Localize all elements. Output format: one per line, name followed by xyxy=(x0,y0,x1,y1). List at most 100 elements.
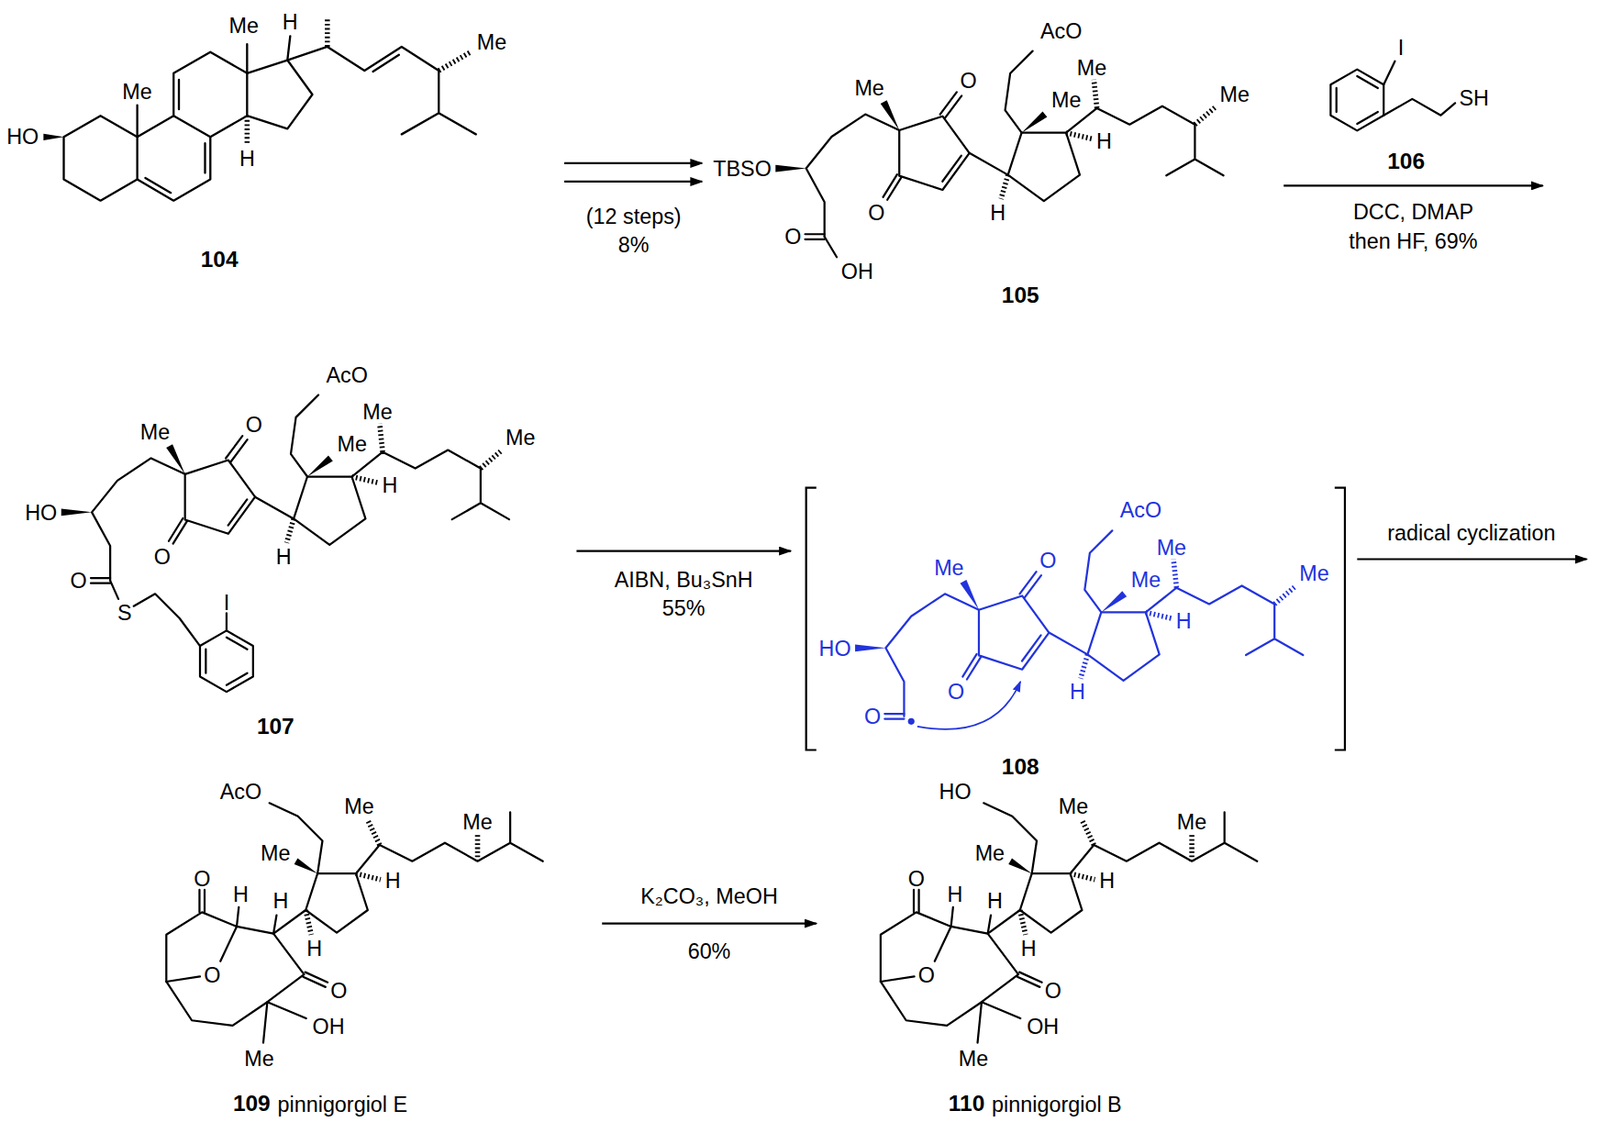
atom-label: Me xyxy=(958,1047,989,1069)
radical-dot xyxy=(908,718,915,725)
thiol-structure xyxy=(1336,76,1378,124)
atom-label: Me xyxy=(933,556,964,578)
compound-number: 106 xyxy=(1387,149,1425,172)
atom-label: Me xyxy=(1299,562,1329,584)
compound-number: 109 xyxy=(233,1092,271,1115)
atom-label: Me xyxy=(505,426,535,448)
atom-label: AcO xyxy=(220,780,262,802)
atom-label: H xyxy=(1096,130,1112,152)
atom-label: Me xyxy=(260,842,290,864)
radical-intermediate xyxy=(855,530,1303,719)
atom-label: Me xyxy=(1156,535,1187,557)
atom-label: I xyxy=(223,591,230,613)
thiol-structure xyxy=(1383,61,1395,86)
atom-label: O xyxy=(784,225,801,247)
atom-label: O xyxy=(330,979,347,1001)
atom-label: Me xyxy=(1051,88,1081,111)
structure-107 xyxy=(61,394,510,583)
structure-110 xyxy=(880,802,1257,1043)
atom-label: O xyxy=(918,964,935,986)
atom-label: H xyxy=(1099,869,1115,891)
atom-label: Me xyxy=(122,80,152,102)
thiol-structure xyxy=(1330,69,1384,132)
thioester-part xyxy=(225,612,228,631)
atom-label: HO xyxy=(819,637,852,659)
atom-label: Me xyxy=(140,421,170,443)
atom-label: H xyxy=(989,201,1006,223)
curved-arrow xyxy=(917,681,1021,730)
atom-label: O xyxy=(908,867,925,889)
atom-label: HO xyxy=(939,780,972,802)
atom-label: HO xyxy=(6,126,39,148)
atom-label: O xyxy=(203,964,221,986)
atom-label: O xyxy=(947,680,965,702)
atom-label: Me xyxy=(477,30,507,52)
atom-label: O xyxy=(70,569,88,591)
reagent-text: then HF, 69% xyxy=(1348,230,1478,252)
atom-label: HO xyxy=(24,501,57,523)
compound-number: 105 xyxy=(1001,284,1040,307)
atom-label: O xyxy=(245,413,263,435)
thioester-part xyxy=(205,637,247,686)
thiol-structure xyxy=(1330,61,1456,132)
atom-label: AcO xyxy=(325,364,367,386)
atom-label: H xyxy=(276,544,292,567)
atom-label: Me xyxy=(362,400,392,423)
steroid-structure xyxy=(246,60,312,130)
atom-label: H xyxy=(987,889,1003,912)
compound-number: 104 xyxy=(200,248,239,271)
reaction-arrow xyxy=(576,549,791,552)
steroid-structure xyxy=(137,115,212,201)
atom-label: Me xyxy=(1177,811,1207,833)
bond-line xyxy=(824,236,837,257)
atom-label: Me xyxy=(1058,795,1089,817)
compound-number: 108 xyxy=(1001,755,1040,778)
atom-label: H xyxy=(381,474,398,496)
atom-label: O xyxy=(867,201,885,223)
atom-label: SH xyxy=(1459,87,1489,109)
reagent-text: radical cyclization xyxy=(1387,522,1556,544)
compound-name: pinnigorgiol B xyxy=(991,1093,1123,1115)
steroid-structure xyxy=(43,133,64,141)
thioester-part xyxy=(110,580,254,692)
reaction-arrow xyxy=(1283,184,1544,187)
atom-label: H xyxy=(282,11,299,33)
atom-label: O xyxy=(1039,549,1056,571)
reagent-text: 60% xyxy=(688,940,732,962)
reagent-text: (12 steps) xyxy=(586,205,682,227)
atom-label: Me xyxy=(244,1047,274,1069)
thioester-part xyxy=(200,630,254,692)
atom-label: Me xyxy=(1077,56,1107,78)
atom-label: H xyxy=(306,937,323,959)
atom-label: H xyxy=(239,147,256,169)
steroid-structure xyxy=(43,17,476,201)
atom-label: Me xyxy=(228,14,258,36)
reaction-arrow xyxy=(564,180,702,183)
atom-label: O xyxy=(959,69,977,91)
atom-label: Me xyxy=(336,433,367,455)
steroid-structure xyxy=(173,52,247,138)
steroid-structure xyxy=(287,46,476,134)
atom-label: H xyxy=(233,883,249,905)
reagent-text: 8% xyxy=(618,233,650,256)
reaction-arrow xyxy=(601,922,817,924)
atom-label: H xyxy=(1069,680,1086,702)
steroid-structure xyxy=(64,115,138,201)
steroid-structure xyxy=(144,79,205,193)
compound-name: pinnigorgiol E xyxy=(277,1093,409,1115)
steroid-structure xyxy=(373,55,400,72)
atom-label: I xyxy=(1398,35,1404,57)
thioester-part xyxy=(133,593,200,646)
atom-label: OH xyxy=(1026,1015,1059,1037)
reagent-text: K₂CO₃, MeOH xyxy=(640,885,778,907)
atom-label: Me xyxy=(975,842,1005,864)
reagent-text: AIBN, Bu₃SnH xyxy=(614,568,754,590)
atom-label: H xyxy=(1176,610,1192,632)
structure-105 xyxy=(775,51,1223,240)
atom-label: Me xyxy=(462,811,492,833)
atom-label: O xyxy=(193,867,211,889)
atom-label: S xyxy=(117,601,133,623)
thiol-structure xyxy=(1383,99,1456,116)
